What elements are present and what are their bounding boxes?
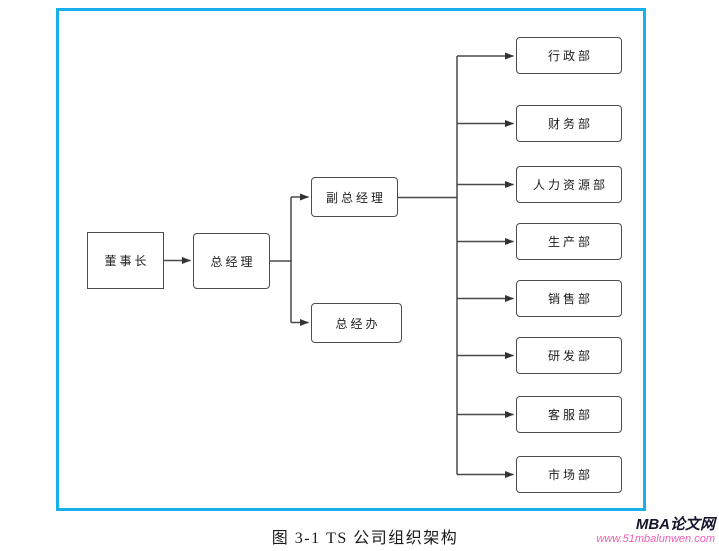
node-general-manager: 总经理	[193, 233, 270, 289]
watermark: MBA论文网 www.51mbalunwen.com	[596, 516, 715, 546]
node-gm-office-label: 总经办	[335, 316, 381, 331]
figure-caption: 图 3-1 TS 公司组织架构	[271, 530, 459, 547]
node-dept-admin: 行政部	[516, 37, 622, 74]
node-dept-hr-label: 人力资源部	[532, 178, 608, 192]
node-dept-sales: 销售部	[516, 280, 622, 317]
node-chairman-label: 董事长	[104, 254, 150, 268]
node-dept-marketing: 市场部	[516, 456, 622, 493]
node-dept-marketing-label: 市场部	[547, 468, 593, 482]
watermark-url: www.51mbalunwen.com	[596, 533, 715, 546]
node-dept-customer-service: 客服部	[516, 396, 622, 433]
node-chairman: 董事长	[87, 232, 164, 289]
node-dept-production-label: 生产部	[547, 235, 593, 249]
node-dept-hr: 人力资源部	[516, 166, 622, 203]
node-dept-finance-label: 财务部	[547, 117, 593, 131]
node-dept-customer-service-label: 客服部	[547, 408, 593, 422]
node-dept-admin-label: 行政部	[547, 49, 593, 63]
node-dept-rnd: 研发部	[516, 337, 622, 374]
node-gm-office: 总经办	[311, 303, 402, 343]
connector-lines	[164, 52, 514, 478]
node-dept-finance: 财务部	[516, 105, 622, 142]
node-deputy-general-manager-label: 副总经理	[325, 190, 386, 205]
node-deputy-general-manager: 副总经理	[311, 177, 398, 217]
diagram-frame: 董事长 总经理 副总经理 总经办 行政部 财务部 人力资源部 生产部 销售部 研…	[56, 8, 646, 511]
node-general-manager-label: 总经理	[210, 254, 256, 269]
watermark-brand: MBA论文网	[635, 516, 715, 533]
node-dept-sales-label: 销售部	[547, 292, 593, 306]
node-dept-production: 生产部	[516, 223, 622, 260]
node-dept-rnd-label: 研发部	[547, 349, 593, 363]
